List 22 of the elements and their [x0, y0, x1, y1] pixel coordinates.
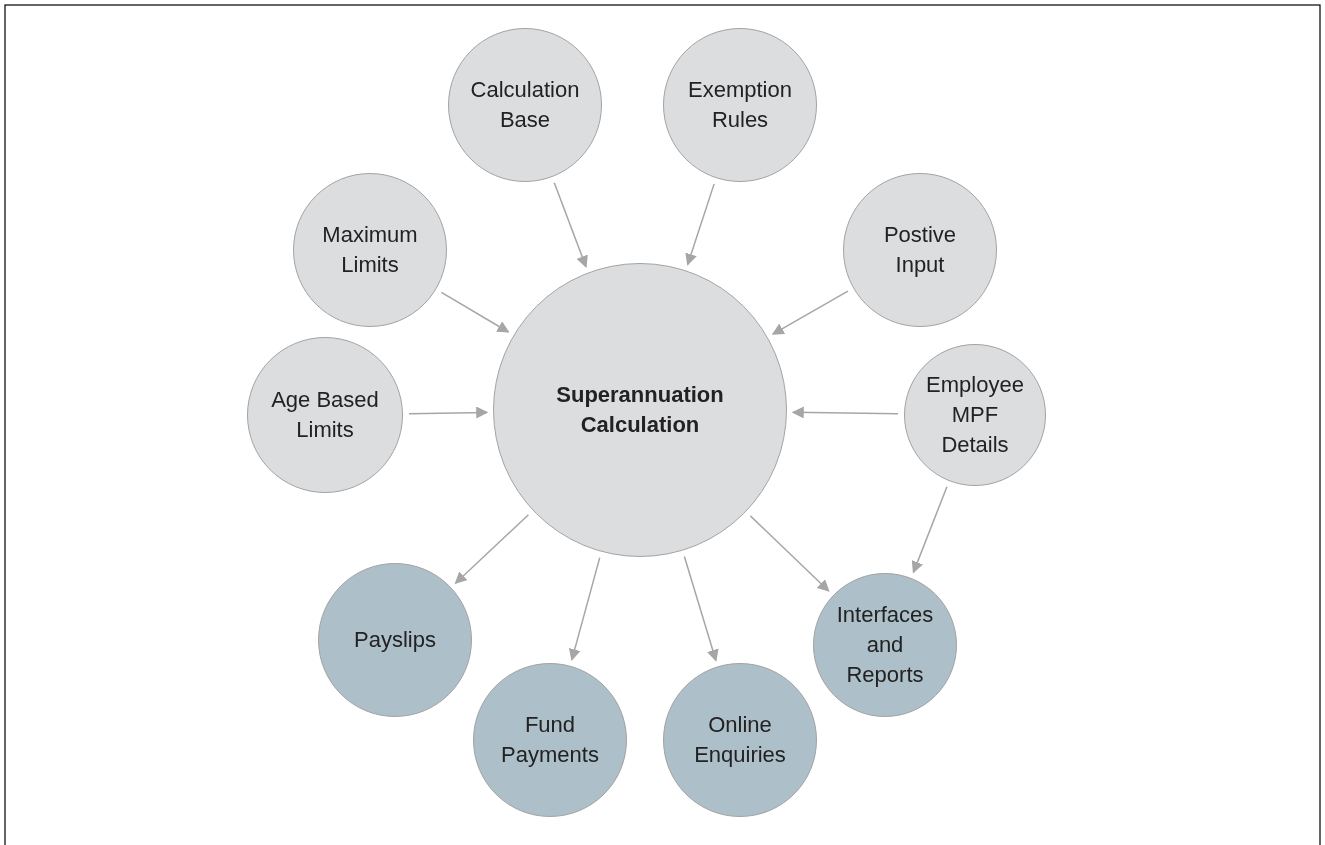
arrow: [749, 515, 830, 592]
arrow: [771, 290, 849, 335]
arrow: [440, 291, 510, 333]
node-label: Fund Payments: [500, 711, 600, 769]
arrow: [568, 556, 601, 662]
arrow: [685, 183, 715, 266]
node-label: Exemption Rules: [687, 76, 793, 134]
node-label: Online Enquiries: [693, 711, 787, 769]
node-label: Maximum Limits: [321, 221, 419, 279]
node-label: Interfaces and Reports: [835, 601, 935, 689]
node-label: Postive Input: [882, 221, 958, 279]
node-label: Employee MPF Details: [925, 371, 1025, 459]
arrow: [683, 555, 719, 662]
node-label: Age Based Limits: [270, 386, 380, 444]
arrow: [553, 181, 588, 268]
node-label: Calculation Base: [469, 76, 581, 134]
node-label: Superannuation Calculation: [555, 381, 725, 439]
arrow: [454, 513, 530, 584]
arrow: [408, 406, 489, 419]
arrow: [791, 406, 899, 419]
arrow: [911, 485, 948, 574]
node-label: Payslips: [354, 626, 436, 654]
